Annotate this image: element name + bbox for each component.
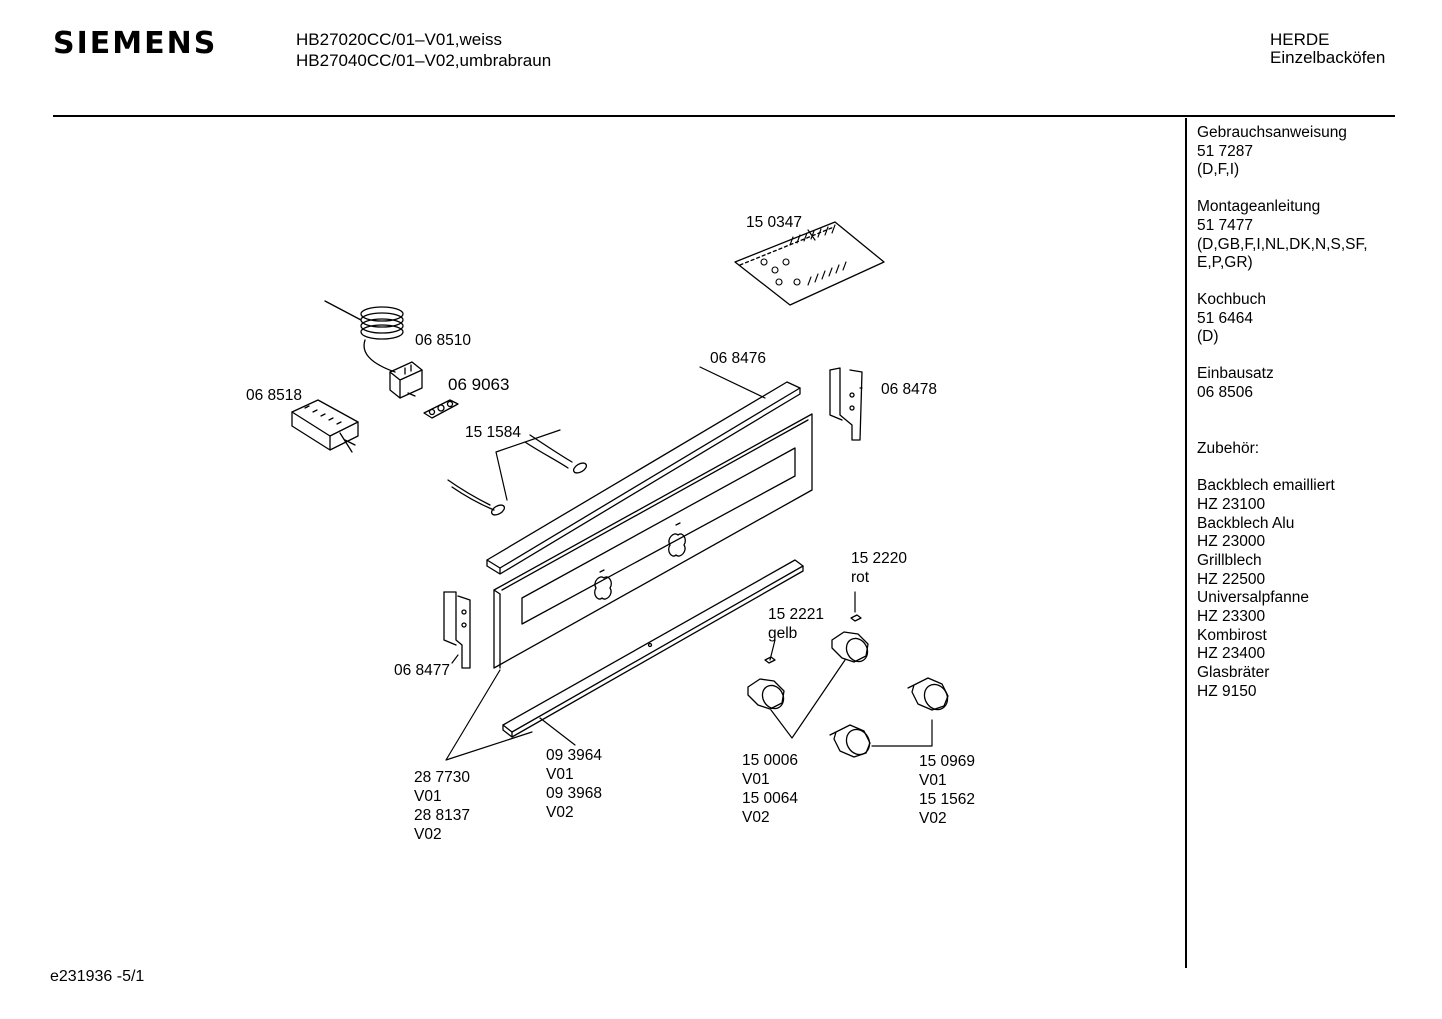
- doc-number: 51 6464: [1197, 309, 1254, 327]
- part-label-093968: 09 3968: [546, 785, 603, 802]
- part-note-152221: gelb: [768, 625, 798, 642]
- bottom-trim-drawing: [502, 559, 804, 738]
- doc-languages: (D,GB,F,I,NL,DK,N,S,SF,: [1197, 235, 1368, 253]
- category-line-2: Einzelbacköfen: [1270, 48, 1386, 67]
- accessories-list: Backblech emailliert HZ 23100 Backblech …: [1197, 477, 1432, 701]
- part-variant-093964: V01: [546, 766, 574, 783]
- accessory-number: HZ 23100: [1197, 495, 1266, 513]
- part-label-151562: 15 1562: [919, 791, 976, 808]
- part-variant-150064: V02: [742, 809, 770, 826]
- leader-lines: [445, 229, 933, 761]
- part-label-068476: 06 8476: [710, 350, 767, 367]
- doc-languages: (D): [1197, 328, 1219, 346]
- part-label-150969: 15 0969: [919, 753, 976, 770]
- part-variant-288137: V02: [414, 826, 442, 843]
- doc-number: 51 7287: [1197, 142, 1254, 160]
- doc-user-manual: Gebrauchsanweisung 51 7287 (D,F,I): [1197, 124, 1432, 180]
- accessories-heading: Zubehör:: [1197, 440, 1260, 458]
- doc-title: Montageanleitung: [1197, 198, 1321, 216]
- part-note-152220: rot: [851, 569, 870, 586]
- drawing-code: e231936 -5/1: [50, 968, 145, 985]
- part-label-150006: 15 0006: [742, 752, 799, 769]
- control-panel-drawing: [493, 413, 813, 669]
- accessory-name: Backblech emailliert: [1197, 477, 1335, 495]
- part-label-069063: 06 9063: [448, 375, 510, 394]
- doc-number: 06 8506: [1197, 383, 1254, 401]
- part-label-287730: 28 7730: [414, 769, 471, 786]
- part-label-093964: 09 3964: [546, 747, 603, 764]
- sidebar: Gebrauchsanweisung 51 7287 (D,F,I) Monta…: [1197, 124, 1432, 702]
- thermostat-sensor-drawing: [324, 300, 423, 399]
- part-variant-287730: V01: [414, 788, 442, 805]
- doc-installation-guide: Montageanleitung 51 7477 (D,GB,F,I,NL,DK…: [1197, 198, 1432, 273]
- screw-bag-drawing: [734, 221, 885, 306]
- doc-title: Gebrauchsanweisung: [1197, 124, 1347, 141]
- part-label-068478: 06 8478: [881, 381, 938, 398]
- part-variant-151562: V02: [919, 810, 947, 827]
- part-variant-150006: V01: [742, 771, 770, 788]
- accessory-name: Backblech Alu: [1197, 514, 1295, 532]
- part-label-150064: 15 0064: [742, 790, 799, 807]
- accessory-name: Universalpfanne: [1197, 589, 1310, 607]
- part-variant-150969: V01: [919, 772, 947, 789]
- part-variant-093968: V02: [546, 804, 574, 821]
- cable-drawing: [447, 434, 588, 516]
- part-label-152220: 15 2220: [851, 550, 908, 567]
- model-line-1: HB27020CC/01–V01,weiss: [296, 30, 503, 49]
- part-label-288137: 28 8137: [414, 807, 471, 824]
- accessory-number: HZ 23400: [1197, 645, 1266, 663]
- doc-title: Einbausatz: [1197, 365, 1274, 383]
- doc-title: Kochbuch: [1197, 290, 1266, 308]
- brand-logo: SIEMENS: [53, 26, 218, 61]
- accessory-number: HZ 23000: [1197, 533, 1266, 551]
- header-divider: [53, 115, 1395, 117]
- selector-switch-drawing: [291, 399, 359, 453]
- doc-languages-cont: E,P,GR): [1197, 254, 1253, 272]
- part-label-151584: 15 1584: [465, 424, 522, 441]
- part-label-152221: 15 2221: [768, 606, 825, 623]
- doc-languages: (D,F,I): [1197, 161, 1240, 179]
- gasket-drawing: [423, 399, 459, 419]
- accessory-name: Grillblech: [1197, 551, 1262, 569]
- doc-cookbook: Kochbuch 51 6464 (D): [1197, 291, 1432, 347]
- category-line-1: HERDE: [1270, 30, 1330, 49]
- accessory-number: HZ 22500: [1197, 570, 1266, 588]
- accessories-heading-block: Zubehör:: [1197, 440, 1432, 459]
- bracket-left-drawing: [443, 591, 471, 669]
- accessory-number: HZ 9150: [1197, 682, 1257, 700]
- part-label-068510: 06 8510: [415, 332, 472, 349]
- bracket-right-drawing: [829, 367, 863, 441]
- part-label-150347: 15 0347: [746, 214, 803, 231]
- knob-drawing: [747, 614, 949, 758]
- accessory-name: Glasbräter: [1197, 664, 1270, 682]
- doc-number: 51 7477: [1197, 216, 1254, 234]
- part-label-068477: 06 8477: [394, 662, 451, 679]
- model-line-2: HB27040CC/01–V02,umbrabraun: [296, 51, 552, 70]
- accessory-name: Kombirost: [1197, 626, 1267, 644]
- accessory-number: HZ 23300: [1197, 608, 1266, 626]
- exploded-parts-diagram: [291, 221, 949, 761]
- doc-mounting-kit: Einbausatz 06 8506: [1197, 365, 1432, 402]
- part-label-068518: 06 8518: [246, 387, 303, 404]
- sidebar-divider: [1185, 118, 1187, 968]
- top-trim-drawing: [486, 381, 801, 575]
